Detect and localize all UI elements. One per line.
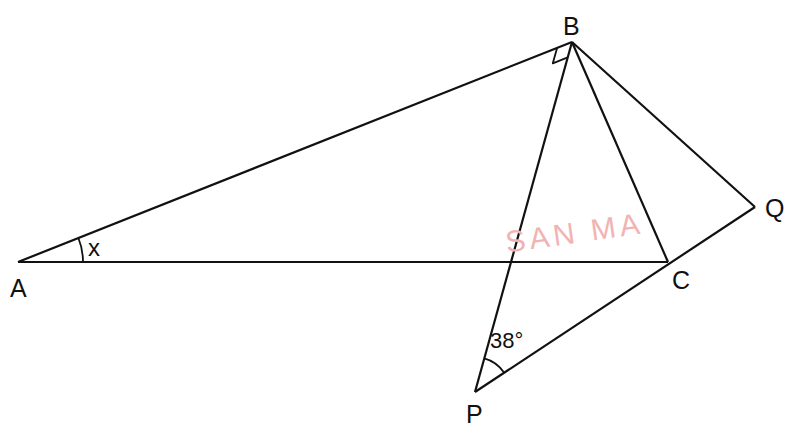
vertex-label: P (466, 402, 483, 427)
vertex-label: C (672, 268, 690, 293)
angle-arc (78, 238, 83, 262)
right-angle-mark (553, 48, 568, 63)
segment-pq (475, 207, 755, 392)
vertex-label: A (10, 276, 27, 301)
angle-arc (484, 358, 504, 372)
vertex-label: B (563, 14, 580, 39)
segment-bp (475, 42, 572, 392)
vertex-label: Q (765, 196, 784, 221)
segment-bq (572, 42, 755, 207)
segment-ac (18, 261, 668, 263)
angle-label: x (88, 236, 100, 260)
angle-label: 38° (490, 330, 523, 352)
segment-ab (18, 42, 572, 262)
